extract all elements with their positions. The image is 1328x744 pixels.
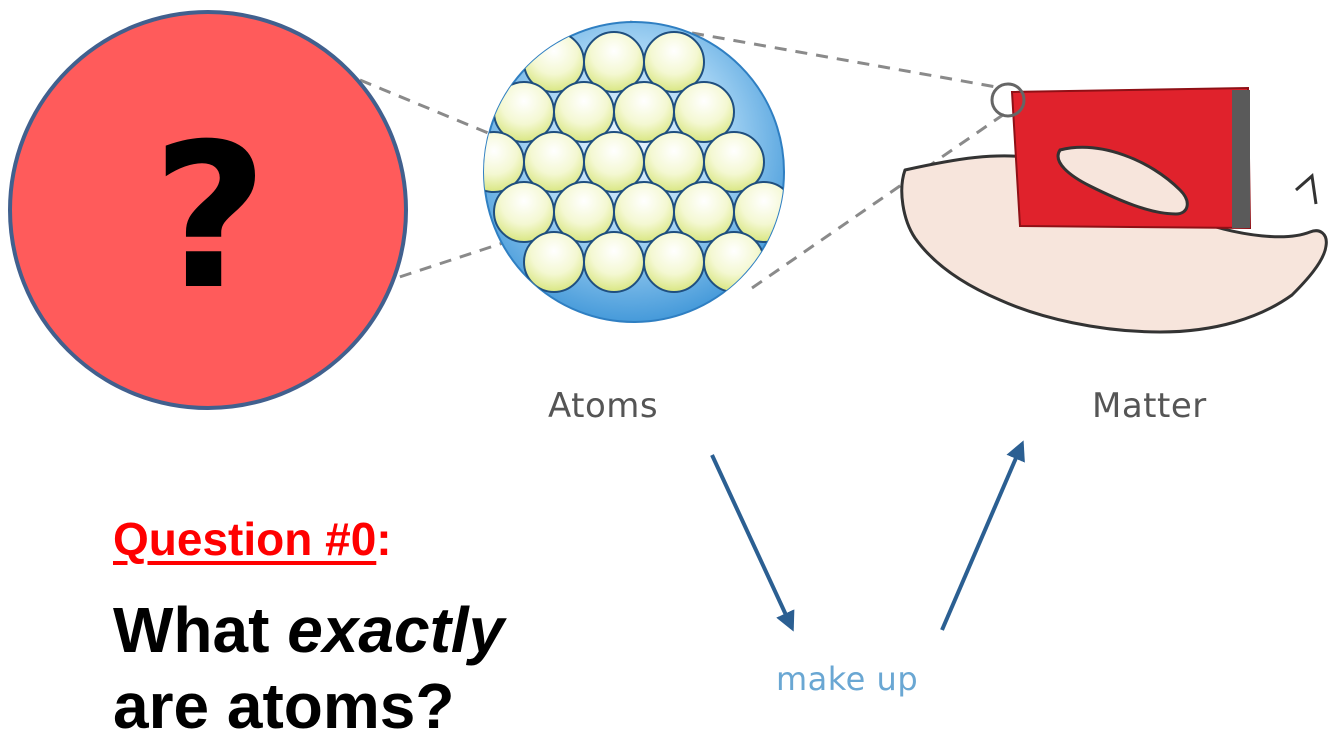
question-mark-icon: ? [151, 101, 268, 334]
label-atoms: Atoms [548, 386, 659, 426]
atom-particle [643, 31, 705, 93]
hand-holding-block [900, 82, 1328, 334]
question-colon: : [376, 513, 392, 565]
question-heading: Question #0: [113, 512, 392, 566]
atom-particle [703, 131, 765, 193]
atom-sphere [483, 21, 785, 323]
thumb [1056, 145, 1189, 216]
atom-particles [484, 31, 784, 293]
question-emphasis: exactly [287, 594, 505, 666]
atom-particle [673, 81, 735, 143]
atom-particle [583, 231, 645, 293]
atom-particle [643, 231, 705, 293]
arrow-up-matter [940, 440, 1025, 631]
diagram-canvas [8, 10, 1328, 632]
label-matter: Matter [1092, 386, 1207, 426]
question-line1-prefix: What [113, 594, 288, 666]
question-badge [8, 10, 408, 410]
question-number: Question #0 [113, 513, 377, 565]
question-line2: are atoms? [113, 670, 455, 742]
zoom-circle [990, 82, 1026, 118]
label-make-up: make up [776, 660, 919, 698]
arrows [710, 440, 1025, 632]
arrow-atoms-down [710, 454, 795, 632]
